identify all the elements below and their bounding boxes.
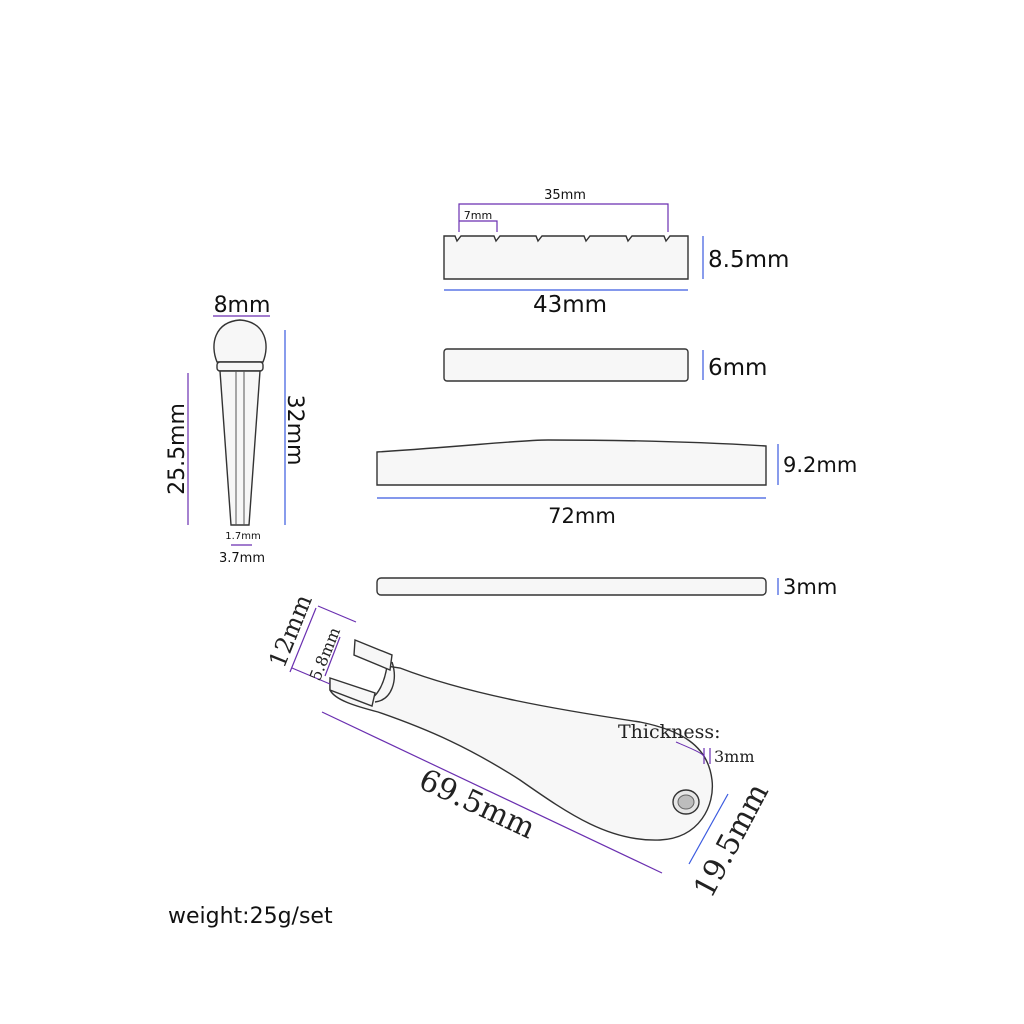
puller-slot-dim [324, 636, 341, 677]
nut-slot-span-dim [458, 203, 669, 232]
pin-shaft-length-label: 25.5mm [165, 403, 190, 495]
thickness-label: Thickness: [618, 721, 721, 743]
pin-tip-inner-label: 1.7mm [225, 531, 260, 542]
puller-slot-label: 5.8mm [306, 625, 345, 684]
pin-puller-body [329, 665, 714, 841]
bridge-pin-shaft [219, 370, 261, 526]
weight-text: weight:25g/set [168, 904, 333, 929]
saddle-height-label: 9.2mm [783, 453, 857, 477]
nut-length-label: 43mm [533, 292, 607, 318]
puller-width-dim [289, 605, 357, 685]
shim-body [376, 577, 767, 596]
puller-width-label: 12mm [263, 590, 318, 671]
bridge-pin-collar [216, 361, 264, 372]
nut-height-label: 8.5mm [708, 247, 789, 273]
nut-slot-span-label: 35mm [544, 188, 586, 203]
shim-thickness-label: 3mm [783, 575, 837, 599]
pin-puller-fork-top [353, 638, 393, 671]
pin-puller-hole-inner [677, 794, 695, 810]
puller-end-width-dim-line [688, 793, 729, 865]
pin-total-length-label: 32mm [282, 395, 307, 466]
bridge-pin [213, 319, 267, 526]
pin-tip-outer-label: 3.7mm [219, 551, 265, 566]
thickness-value: 3mm [714, 747, 755, 766]
pin-puller [329, 638, 714, 841]
nut-blank-body [443, 348, 689, 382]
pin-puller-fork-bottom [329, 677, 376, 707]
puller-length-dim-line [321, 711, 663, 874]
nut-slot-gap-dim [459, 220, 498, 232]
pin-puller-fork-curve [374, 661, 395, 703]
bridge-pin-head [213, 319, 267, 363]
slotted-nut [443, 235, 689, 280]
pin-head-width-label: 8mm [214, 293, 271, 318]
saddle-body [376, 439, 767, 486]
nut-slot-gap-label: 7mm [464, 209, 492, 222]
slotted-nut-body [443, 235, 689, 280]
saddle-length-label: 72mm [548, 504, 616, 528]
thickness-pointer [675, 741, 705, 757]
nut-blank-height-label: 6mm [708, 355, 767, 381]
